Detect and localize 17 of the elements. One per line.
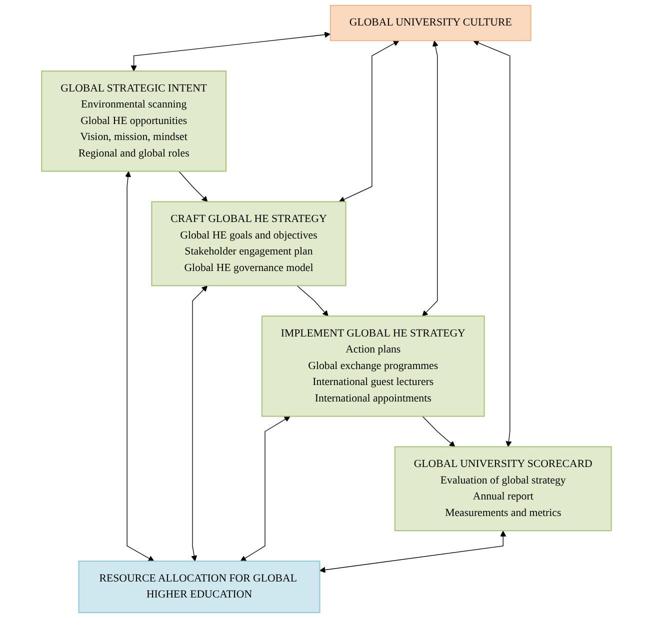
arrow xyxy=(319,530,506,573)
arrow xyxy=(125,171,154,562)
arrow xyxy=(178,170,208,202)
node-box: GLOBAL UNIVERSITY SCORECARD Evaluation of global strategy Annual report Measurements and metrics xyxy=(394,446,612,532)
arrow xyxy=(422,416,456,448)
node-box: GLOBAL UNIVERSITY CULTURE xyxy=(330,4,532,42)
node-box: GLOBAL STRATEGIC INTENT Environmental scanning Global HE opportunities Vision, mission, mindset Regional and global roles xyxy=(41,70,226,172)
arrow xyxy=(422,40,438,316)
node-box: IMPLEMENT GLOBAL HE STRATEGY Action plans Global exchange programmes International guest lecturers International appointments xyxy=(261,316,485,417)
arrow xyxy=(296,285,328,316)
arrow xyxy=(240,416,290,562)
node-box: RESOURCE ALLOCATION FOR GLOBAL HIGHER EDUCATION xyxy=(78,560,320,614)
arrow xyxy=(473,40,512,448)
arrow xyxy=(338,40,400,202)
arrow xyxy=(130,32,330,72)
node-box: CRAFT GLOBAL HE STRATEGY Global HE goals and objectives Stakeholder engagement plan Global HE governance model xyxy=(151,201,346,286)
arrow xyxy=(191,286,208,562)
